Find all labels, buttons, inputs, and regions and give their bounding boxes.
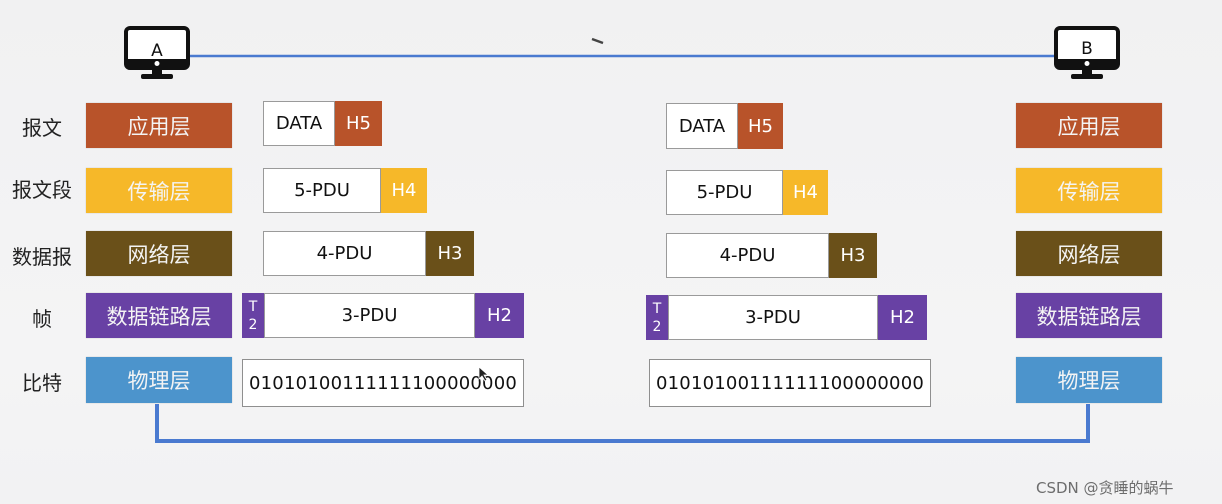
monitor-icon xyxy=(124,26,190,79)
watermark: CSDN @贪睡的蜗牛 xyxy=(1036,479,1174,497)
unit-label-segment: 报文段 xyxy=(12,178,72,202)
left-network-data: 4-PDU xyxy=(263,231,426,276)
right-datalink-data: 3-PDU xyxy=(668,295,878,340)
layer-network-right: 网络层 xyxy=(1016,231,1162,276)
right-transport-data: 5-PDU xyxy=(666,170,783,215)
right-trailer-t: T xyxy=(652,300,662,317)
right-datalink-trailer: T 2 xyxy=(646,295,668,340)
layer-network-left: 网络层 xyxy=(86,231,232,276)
unit-label-frame: 帧 xyxy=(32,307,52,331)
left-network-header: H3 xyxy=(426,231,474,276)
right-network-header: H3 xyxy=(829,233,877,278)
left-trailer-t: T xyxy=(248,298,258,315)
left-datalink-data: 3-PDU xyxy=(264,293,475,338)
layer-physical-left: 物理层 xyxy=(86,357,232,403)
unit-label-bit: 比特 xyxy=(22,371,62,395)
left-app-header: H5 xyxy=(335,101,382,146)
unit-label-message: 报文 xyxy=(22,116,62,140)
left-datalink-trailer: T 2 xyxy=(242,293,264,338)
mouse-cursor-icon xyxy=(478,366,490,382)
layer-physical-right: 物理层 xyxy=(1016,357,1162,403)
left-transport-data: 5-PDU xyxy=(263,168,381,213)
host-b-label: B xyxy=(1081,39,1093,59)
computer-a: A xyxy=(123,25,193,85)
right-app-data: DATA xyxy=(666,103,738,149)
layer-application-left: 应用层 xyxy=(86,103,232,148)
right-trailer-2: 2 xyxy=(652,318,662,335)
left-transport-header: H4 xyxy=(381,168,427,213)
left-app-data: DATA xyxy=(263,101,335,146)
unit-label-datagram: 数据报 xyxy=(12,245,72,269)
right-physical-bits: 01010100111111100000000 xyxy=(649,359,931,407)
cursor-mark xyxy=(591,37,604,45)
right-datalink-header: H2 xyxy=(878,295,927,340)
layer-datalink-right: 数据链路层 xyxy=(1016,293,1162,338)
left-trailer-2: 2 xyxy=(248,316,258,333)
right-app-header: H5 xyxy=(738,103,783,149)
layer-application-right: 应用层 xyxy=(1016,103,1162,148)
left-physical-bits: 01010100111111100000000 xyxy=(242,359,524,407)
physical-link-line xyxy=(155,404,1090,443)
left-datalink-header: H2 xyxy=(475,293,524,338)
layer-transport-left: 传输层 xyxy=(86,168,232,213)
right-network-data: 4-PDU xyxy=(666,233,829,278)
layer-transport-right: 传输层 xyxy=(1016,168,1162,213)
host-a-label: A xyxy=(151,41,163,61)
right-transport-header: H4 xyxy=(783,170,828,215)
computer-b: B xyxy=(1053,25,1123,85)
layer-datalink-left: 数据链路层 xyxy=(86,293,232,338)
monitor-icon xyxy=(1054,26,1120,79)
